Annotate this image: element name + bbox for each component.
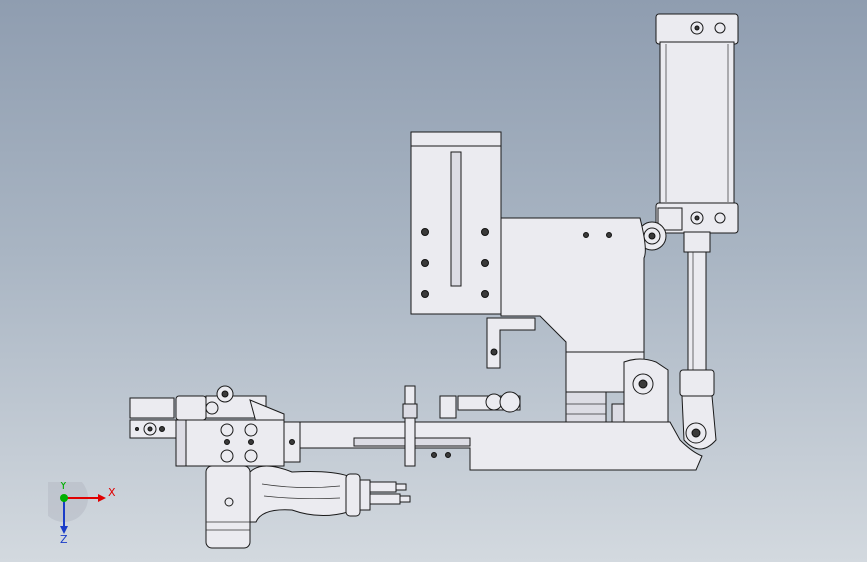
torch-nozzle[interactable]: [205, 465, 411, 549]
x-axis-arrowhead: [98, 494, 106, 502]
z-axis-label: Z: [60, 533, 68, 544]
y-axis-label: Y: [59, 482, 67, 492]
gripper-head[interactable]: [129, 385, 301, 467]
slide-plate[interactable]: [410, 131, 502, 315]
triad-backdrop: [48, 482, 88, 522]
horizontal-arm[interactable]: [283, 385, 703, 471]
pneumatic-cylinder[interactable]: [655, 13, 739, 450]
z-axis-arrowhead: [60, 526, 68, 534]
main-bracket[interactable]: [486, 217, 646, 427]
x-axis-label: X: [108, 486, 116, 499]
coordinate-triad: X Y Z: [48, 482, 116, 544]
y-axis-dot: [60, 494, 68, 502]
